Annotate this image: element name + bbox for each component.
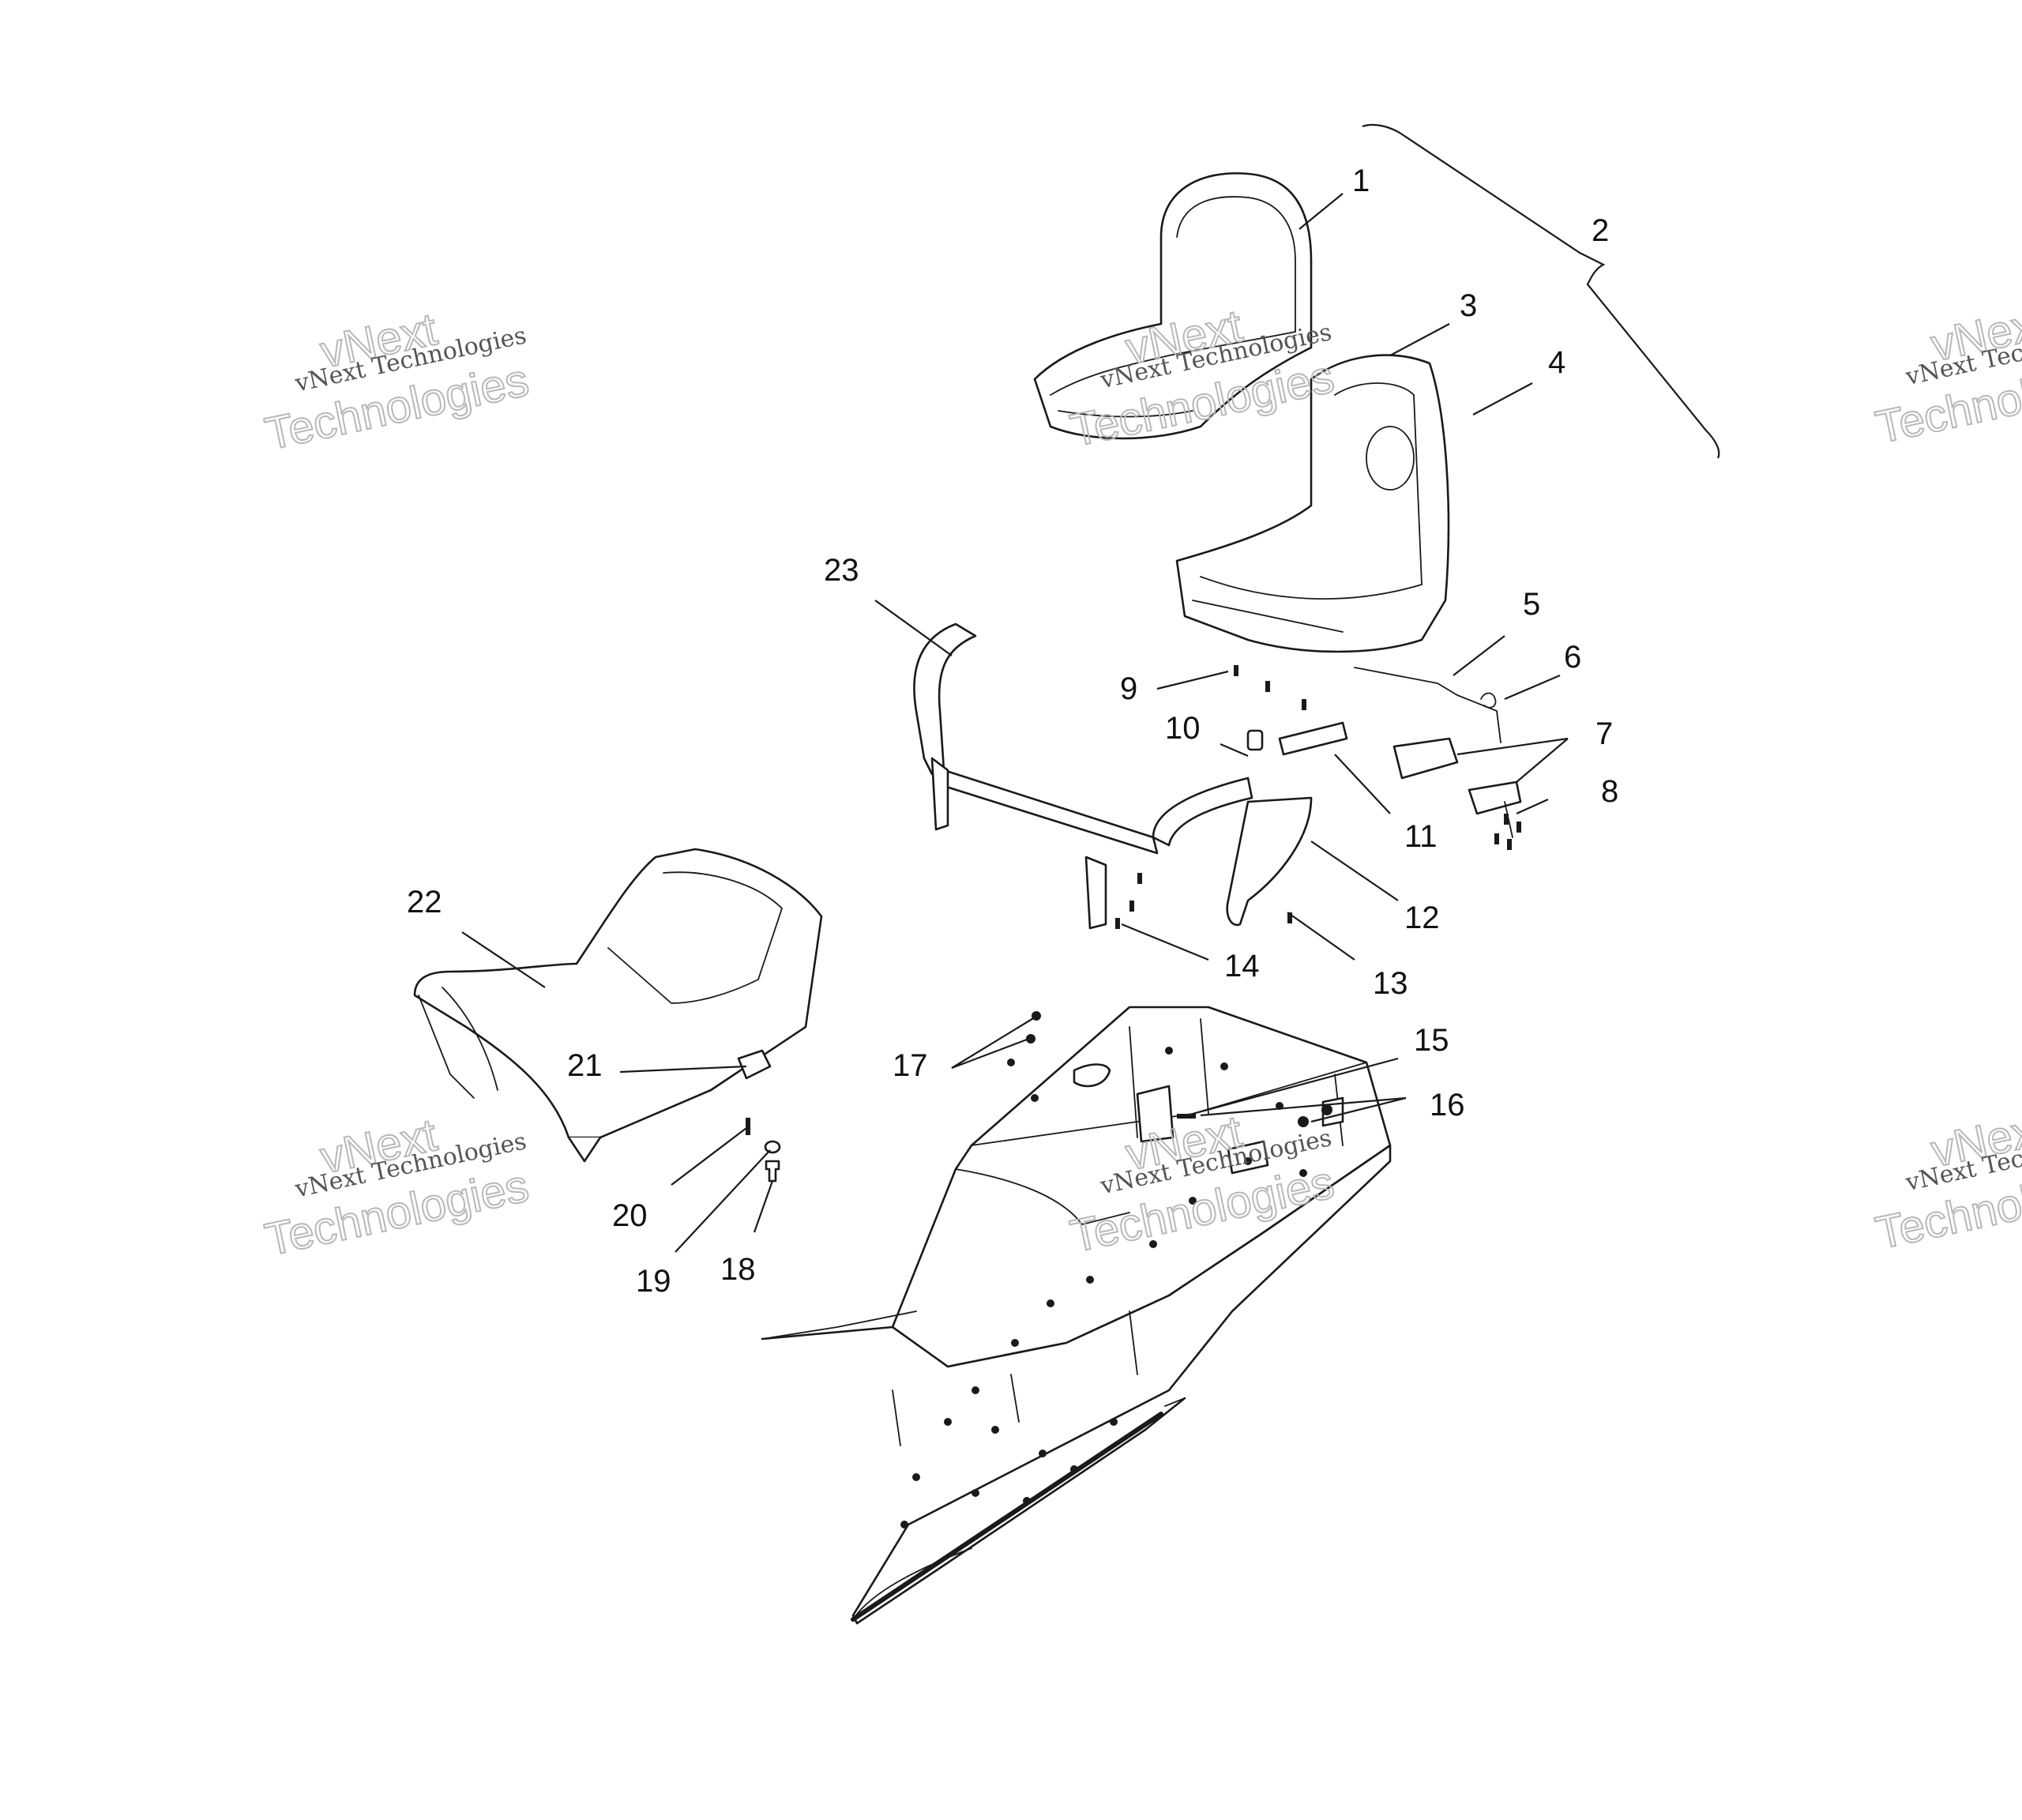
nuts-17 <box>1026 1011 1041 1043</box>
callout-10: 10 <box>1165 711 1201 746</box>
callout-11: 11 <box>1404 819 1438 854</box>
rear-seat <box>413 848 823 1163</box>
spring <box>1480 692 1497 709</box>
watermark-top-right: vNext vNext Technologies Technologies <box>1870 296 2022 454</box>
seat-pan <box>1175 354 1450 653</box>
callout-labels: 1 2 3 4 5 6 7 8 9 10 11 12 13 14 15 16 1… <box>407 164 1618 1299</box>
callout-12: 12 <box>1404 901 1440 935</box>
watermark-bottom-right: vNext vNext Technologies Technologies <box>1870 1102 2022 1260</box>
callout-3: 3 <box>1460 288 1477 323</box>
fasteners-18-20 <box>746 1118 781 1183</box>
latch-screws <box>1494 814 1521 850</box>
assembly-bracket <box>1362 123 1720 459</box>
callout-19: 19 <box>636 1264 671 1299</box>
cover <box>1226 796 1313 927</box>
leader-lines <box>461 193 1569 1253</box>
grab-bar <box>913 622 1253 930</box>
callout-5: 5 <box>1523 587 1540 622</box>
latch-rod <box>1354 667 1501 743</box>
callout-7: 7 <box>1595 716 1613 751</box>
callout-16: 16 <box>1430 1088 1465 1122</box>
callout-22: 22 <box>407 885 442 919</box>
callout-18: 18 <box>720 1252 756 1287</box>
seat-latch <box>737 1049 772 1080</box>
callout-6: 6 <box>1564 640 1581 675</box>
watermark-bottom-left: vNext vNext Technologies Technologies <box>260 1108 534 1266</box>
callout-8: 8 <box>1601 774 1618 809</box>
screws-13-14 <box>1115 873 1292 929</box>
callout-15: 15 <box>1414 1023 1449 1058</box>
callout-21: 21 <box>567 1048 603 1083</box>
callout-9: 9 <box>1120 671 1137 706</box>
end-cap <box>1246 729 1264 751</box>
callout-14: 14 <box>1224 949 1260 983</box>
callout-13: 13 <box>1373 966 1408 1001</box>
chassis-tunnel <box>761 1006 1392 1625</box>
watermark-top-left: vNext vNext Technologies Technologies <box>260 303 534 461</box>
latch-brackets <box>1392 737 1522 838</box>
grip <box>1278 721 1348 756</box>
callout-17: 17 <box>893 1048 928 1083</box>
studs-15-16 <box>1177 1104 1332 1127</box>
callout-23: 23 <box>824 553 859 588</box>
callout-20: 20 <box>612 1198 648 1233</box>
callout-2: 2 <box>1592 213 1609 248</box>
seat-cushion-upper <box>1033 172 1313 440</box>
bolts-9 <box>1234 665 1306 710</box>
callout-1: 1 <box>1352 164 1370 198</box>
callout-4: 4 <box>1548 345 1565 380</box>
